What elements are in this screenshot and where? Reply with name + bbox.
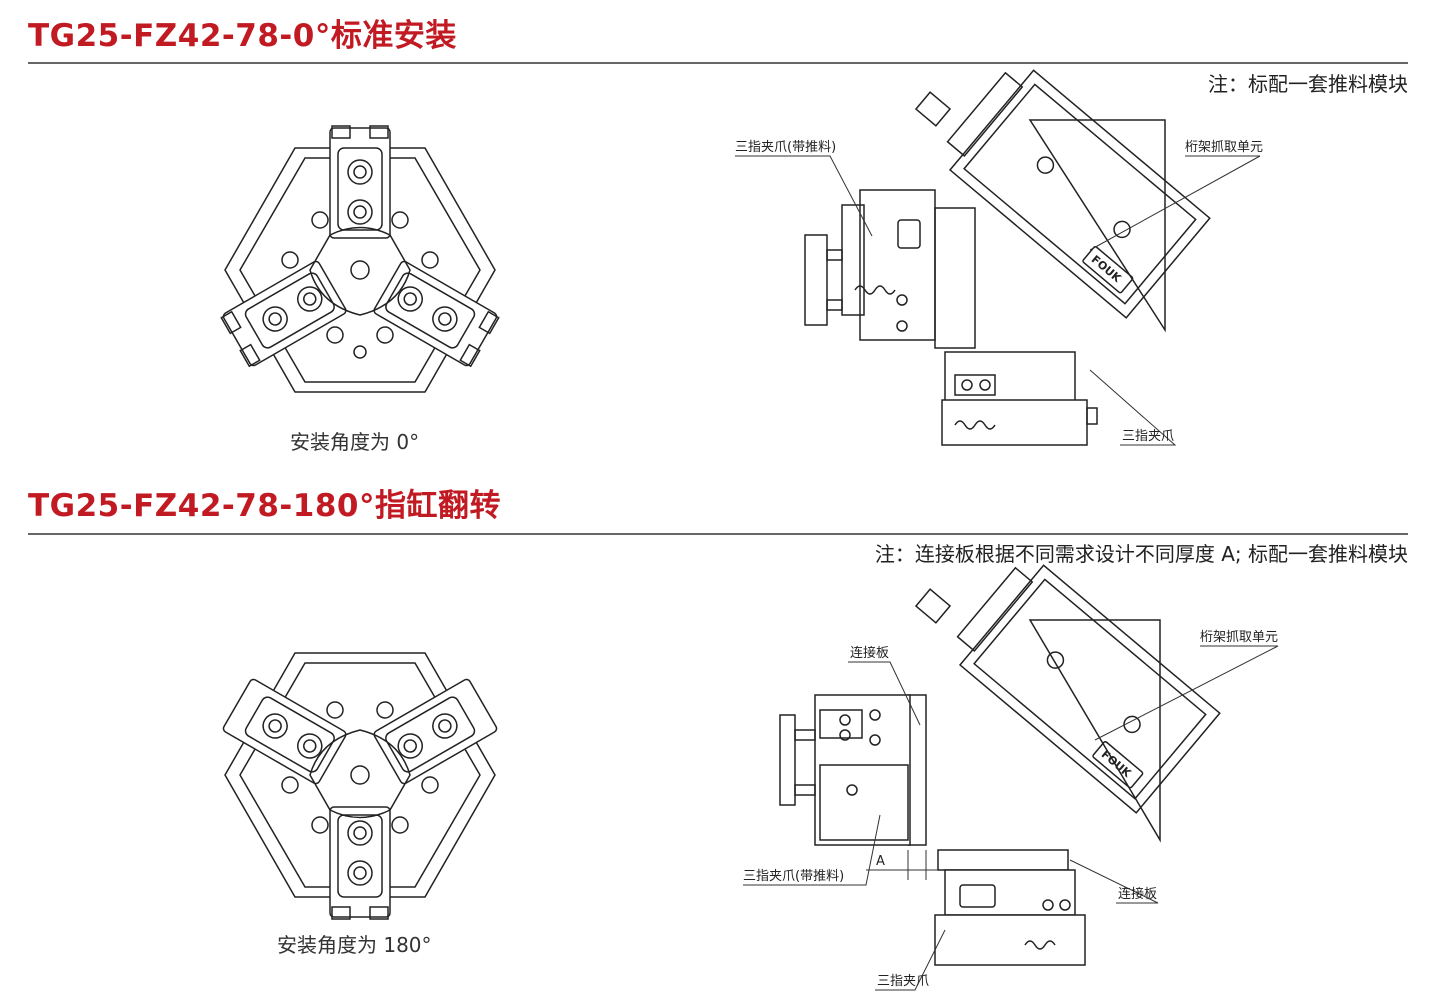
dimension-a-label: A [876,854,885,869]
assembly-side-view-180: FOUK A 连接板 桁架抓取单元 三指夹爪(带推料) 连接板 三指夹爪 [743,564,1279,991]
section-1-note: 注：标配一套推料模块 [1208,72,1408,96]
section-1-divider [28,62,1408,64]
section-2-title: TG25-FZ42-78-180°指缸翻转 [28,488,501,524]
gripper-top-view-180 [222,652,498,920]
callout-three-finger-1: 三指夹爪 [1122,429,1174,444]
section-1-caption: 安装角度为 0° [290,430,420,454]
callout-gantry-unit-1: 桁架抓取单元 [1185,140,1263,155]
section-1-title: TG25-FZ42-78-0°标准安装 [28,18,457,54]
section-2-divider [28,533,1408,535]
callout-connecting-plate-bottom: 连接板 [1118,886,1157,902]
callout-gantry-unit-2: 桁架抓取单元 [1200,630,1278,645]
gripper-top-view-0 [220,125,500,393]
callout-three-finger-2: 三指夹爪 [877,974,929,989]
callout-three-finger-with-pusher-2: 三指夹爪(带推料) [743,869,844,884]
callout-three-finger-with-pusher-1: 三指夹爪(带推料) [735,140,836,155]
assembly-side-view-0: FOUK 三指夹爪(带推料) 桁架抓取单元 三指夹爪 [735,69,1263,446]
section-2-note: 注：连接板根据不同需求设计不同厚度 A; 标配一套推料模块 [874,542,1408,566]
callout-connecting-plate-top: 连接板 [850,645,889,661]
section-2-caption: 安装角度为 180° [277,933,432,957]
